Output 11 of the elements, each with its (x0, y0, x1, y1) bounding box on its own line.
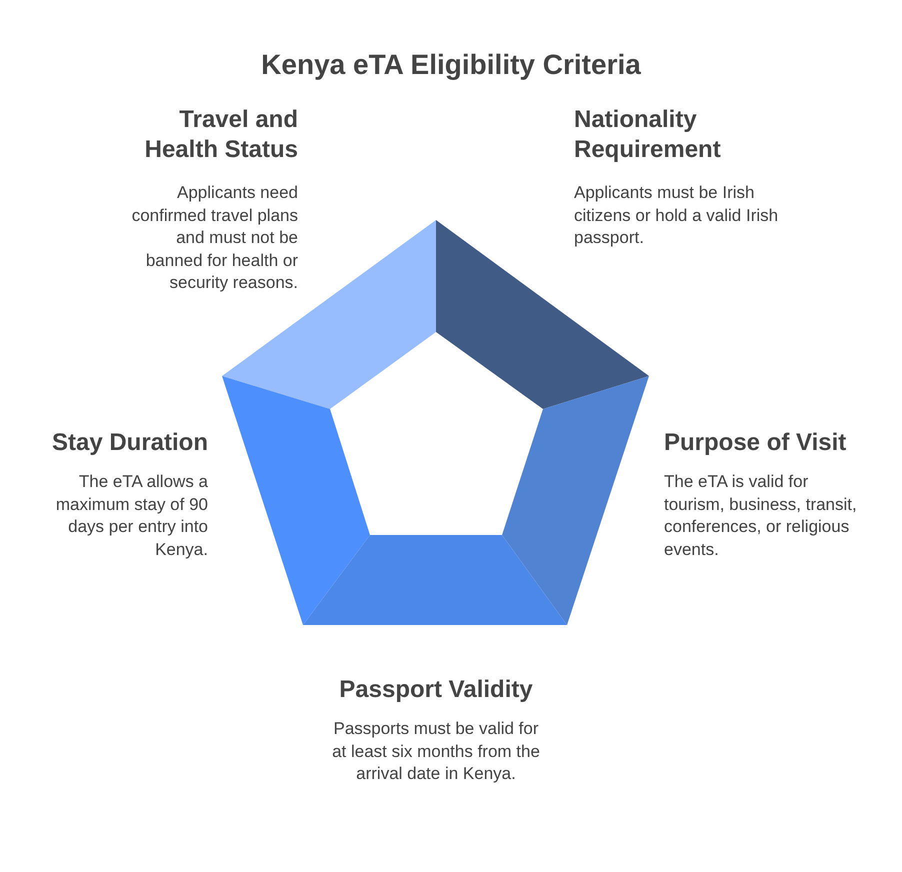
criterion-heading: Passport Validity (338, 675, 534, 705)
criterion-description: Applicants need confirmed travel plans and must not be banned for health or security reasons. (130, 182, 298, 294)
criterion-description: The eTA is valid for tourism, business, transit, conferences, or religious events. (664, 471, 858, 560)
criterion-heading: Nationality Requirement (574, 105, 722, 165)
criterion-heading: Travel and Health Status (144, 105, 298, 165)
criterion-heading: Purpose of Visit (664, 428, 848, 458)
diagram-title: Kenya eTA Eligibility Criteria (260, 50, 642, 80)
criterion-description: The eTA allows a maximum stay of 90 days per entry into Kenya. (54, 471, 208, 560)
criterion-description: Passports must be valid for at least six months from the arrival date in Kenya. (331, 718, 541, 785)
criterion-description: Applicants must be Irish citizens or hold a valid Irish passport. (574, 182, 779, 249)
criterion-heading: Stay Duration (50, 428, 208, 458)
